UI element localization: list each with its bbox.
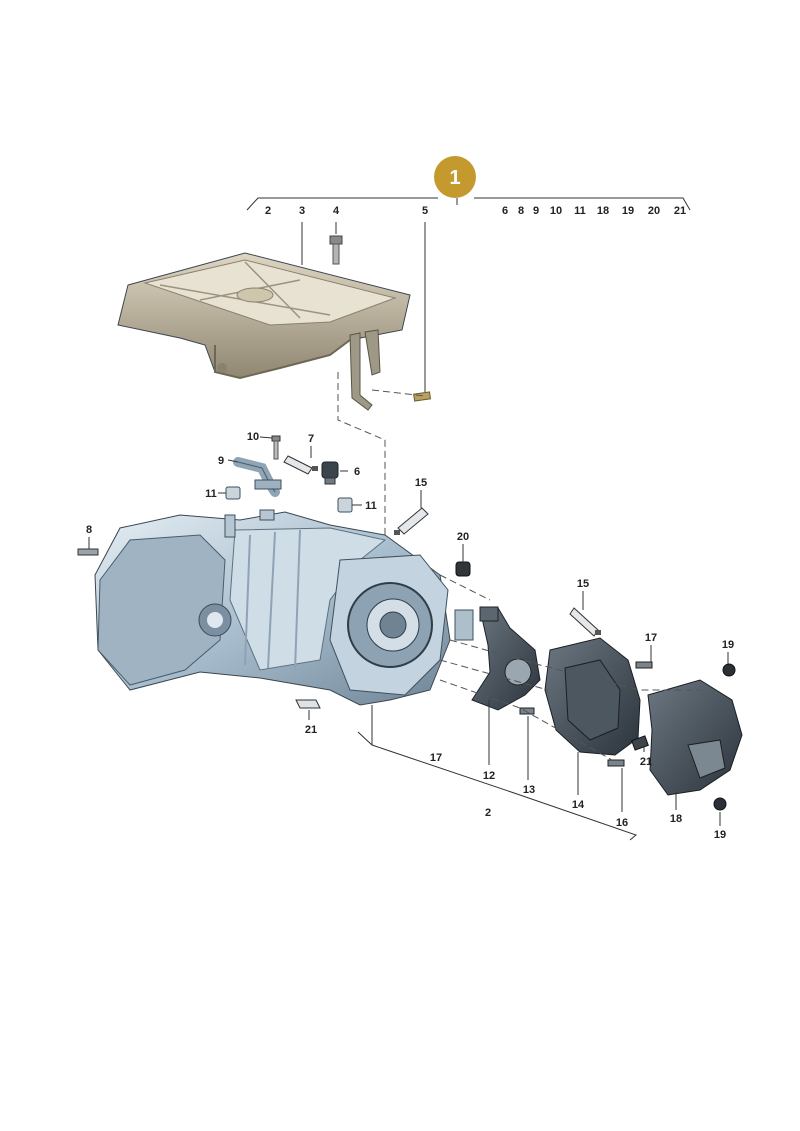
top-index-11: 11 bbox=[574, 205, 586, 217]
callout-9: 9 bbox=[218, 455, 224, 467]
top-index-21: 21 bbox=[674, 205, 686, 217]
callout-13: 13 bbox=[523, 784, 535, 796]
pipe-elbow-9 bbox=[233, 457, 282, 497]
callout-15-upper: 15 bbox=[415, 477, 427, 489]
top-index-6: 6 bbox=[502, 205, 508, 217]
bolt-10 bbox=[271, 435, 281, 460]
sealant-tube-15-right bbox=[569, 607, 601, 637]
gasket-21-bottom bbox=[295, 699, 321, 709]
top-index-20: 20 bbox=[648, 205, 660, 217]
bracket-12 bbox=[471, 606, 541, 711]
callout-6: 6 bbox=[354, 466, 360, 478]
nut-19-top bbox=[722, 663, 736, 677]
callout-20: 20 bbox=[457, 531, 469, 543]
item-number-badge: 1 bbox=[434, 156, 476, 198]
bolt-16 bbox=[607, 759, 625, 767]
callout-19-top: 19 bbox=[722, 639, 734, 651]
cover-14 bbox=[544, 637, 641, 756]
top-index-18: 18 bbox=[597, 205, 609, 217]
callout-labels: 10 7 9 6 11 11 15 8 20 15 17 19 21 17 12… bbox=[86, 431, 734, 841]
sleeve-11-right bbox=[337, 497, 353, 513]
bolt-17 bbox=[635, 661, 653, 669]
top-index-8: 8 bbox=[518, 205, 524, 217]
callout-17-bottom: 17 bbox=[430, 752, 442, 764]
top-index-5: 5 bbox=[422, 205, 428, 217]
callout-14: 14 bbox=[572, 799, 585, 811]
sleeve-11-left bbox=[225, 486, 241, 500]
callout-8: 8 bbox=[86, 524, 92, 536]
callout-11-left: 11 bbox=[205, 488, 217, 500]
top-bracket bbox=[246, 197, 691, 211]
callout-18: 18 bbox=[670, 813, 682, 825]
top-index-10: 10 bbox=[550, 205, 562, 217]
callout-19-bottom: 19 bbox=[714, 829, 726, 841]
top-index-numbers: 2 3 4 5 6 8 9 10 11 18 19 20 21 bbox=[265, 205, 686, 217]
bolt-4 bbox=[329, 235, 343, 265]
bolt-5 bbox=[413, 391, 432, 402]
callout-15-right: 15 bbox=[577, 578, 589, 590]
callout-21-right: 21 bbox=[640, 756, 652, 768]
badge-number: 1 bbox=[449, 167, 460, 189]
badge-circle bbox=[434, 156, 476, 198]
shield-18 bbox=[647, 679, 743, 796]
top-index-4: 4 bbox=[333, 205, 340, 217]
top-index-9: 9 bbox=[533, 205, 539, 217]
gasket-21-right bbox=[631, 735, 649, 751]
gearbox-housing bbox=[94, 509, 474, 706]
callout-21-bottom: 21 bbox=[305, 724, 317, 736]
top-index-3: 3 bbox=[299, 205, 305, 217]
callout-11-right: 11 bbox=[365, 500, 377, 512]
sealant-tube-7 bbox=[283, 455, 318, 475]
callout-16: 16 bbox=[616, 817, 628, 829]
nut-19-bottom bbox=[713, 797, 727, 811]
callout-7: 7 bbox=[308, 433, 314, 445]
breather-6 bbox=[321, 461, 339, 485]
callout-2-bottom: 2 bbox=[485, 807, 491, 819]
plug-20 bbox=[455, 561, 471, 577]
stud-8 bbox=[77, 548, 99, 556]
callout-17-right: 17 bbox=[645, 632, 657, 644]
oil-pan-cover bbox=[117, 252, 411, 411]
top-index-2: 2 bbox=[265, 205, 271, 217]
top-index-19: 19 bbox=[622, 205, 634, 217]
sealant-tube-15-upper bbox=[394, 507, 429, 535]
callout-12: 12 bbox=[483, 770, 495, 782]
callout-10: 10 bbox=[247, 431, 259, 443]
bolt-13 bbox=[519, 707, 535, 715]
